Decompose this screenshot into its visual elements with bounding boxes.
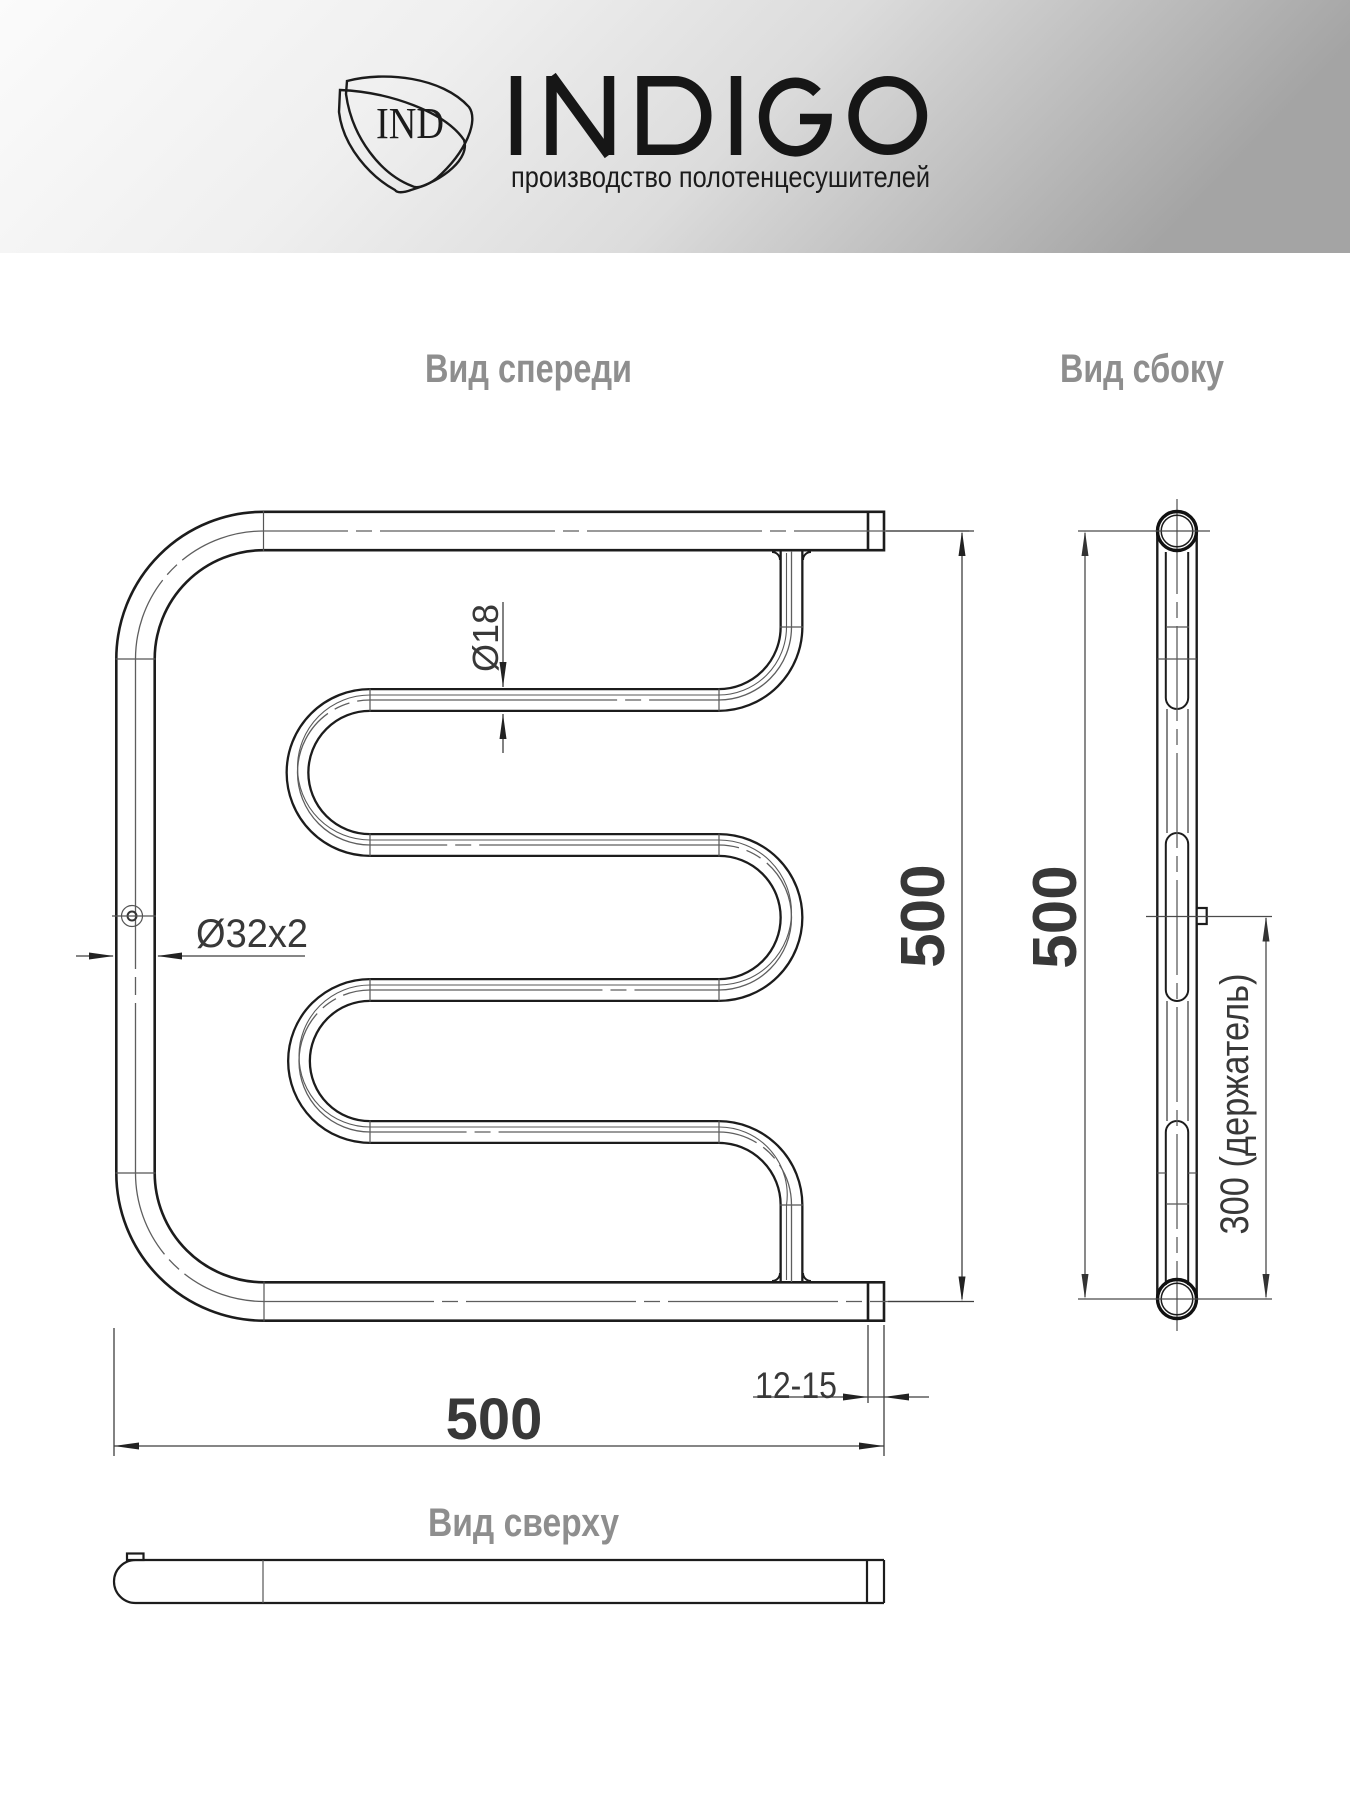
svg-text:Ø32x2: Ø32x2 xyxy=(196,912,308,956)
svg-text:12-15: 12-15 xyxy=(755,1365,837,1406)
svg-text:Вид сбоку: Вид сбоку xyxy=(1060,347,1225,391)
svg-text:500: 500 xyxy=(1021,865,1090,968)
svg-text:IND: IND xyxy=(376,99,444,148)
svg-text:производство полотенцесушителе: производство полотенцесушителей xyxy=(511,161,930,194)
svg-text:Вид сверху: Вид сверху xyxy=(428,1501,620,1545)
svg-text:500: 500 xyxy=(446,1387,543,1452)
svg-text:300 (держатель): 300 (держатель) xyxy=(1213,974,1257,1235)
svg-text:Ø18: Ø18 xyxy=(465,604,506,672)
svg-text:Вид спереди: Вид спереди xyxy=(425,347,632,391)
svg-text:500: 500 xyxy=(889,864,958,967)
